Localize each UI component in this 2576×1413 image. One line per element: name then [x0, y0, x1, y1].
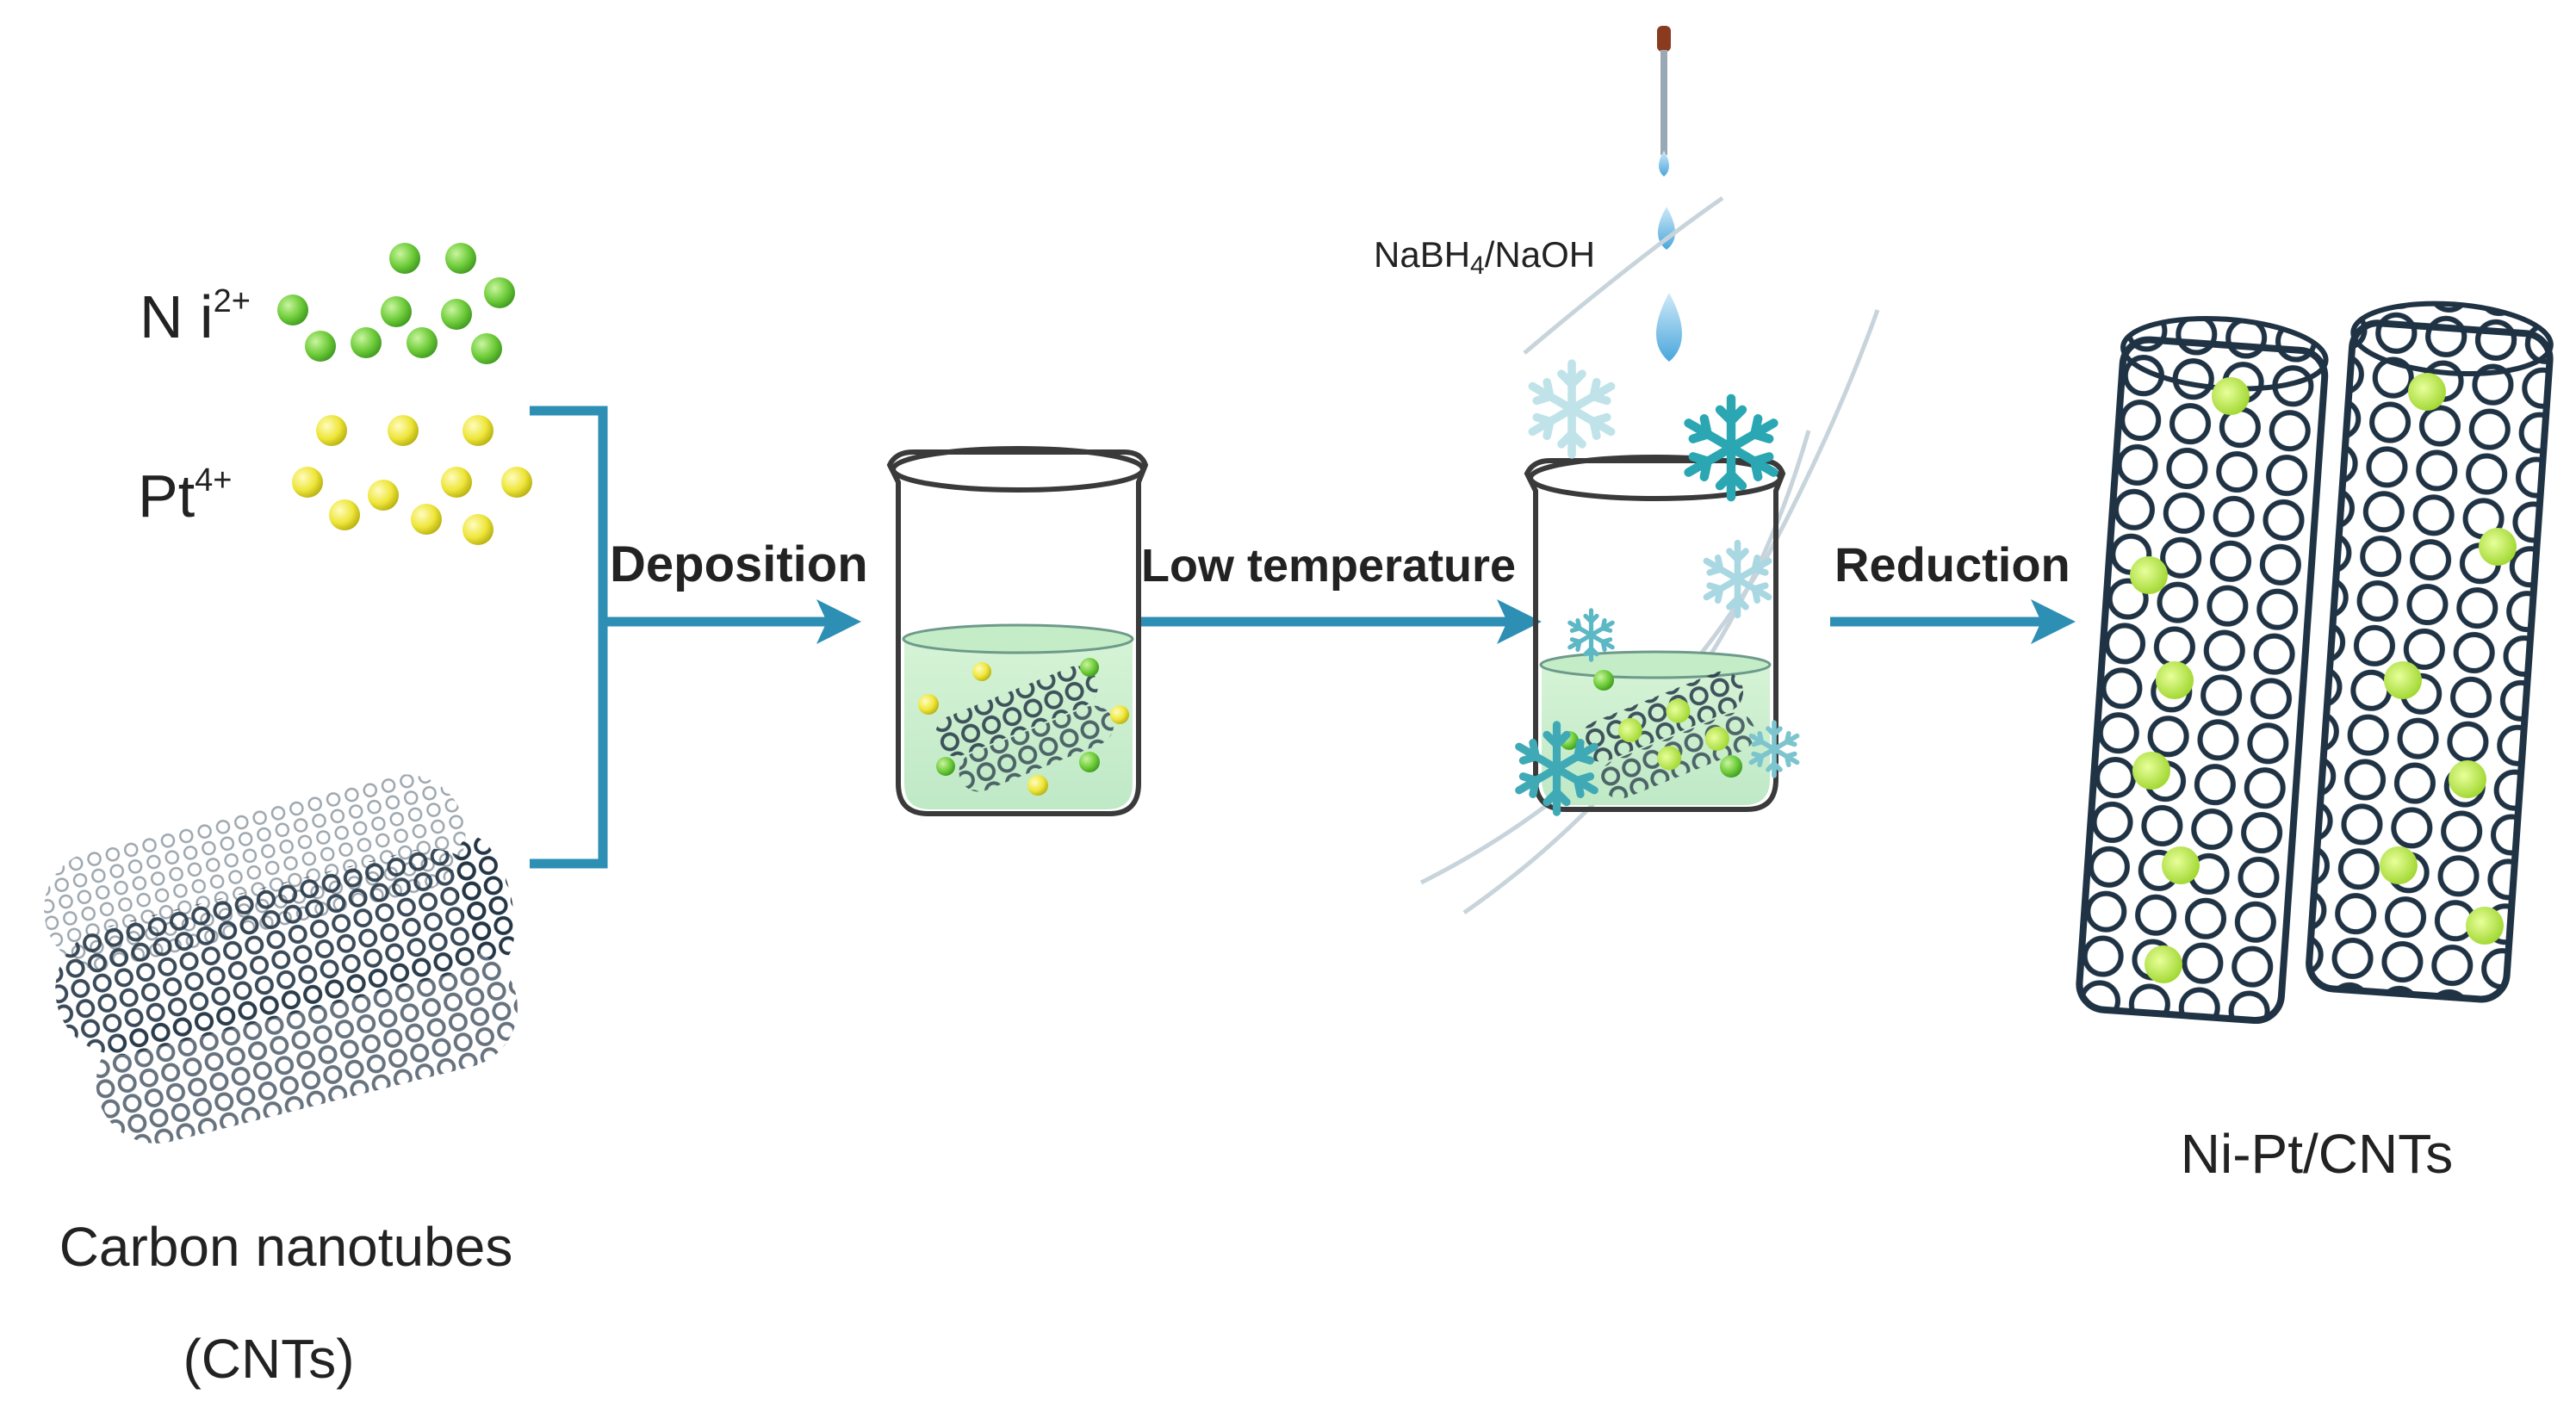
step-label-reduction: Reduction — [1834, 537, 2070, 592]
nanoparticle-dot — [2162, 846, 2200, 884]
ni-ion-particle — [381, 296, 412, 327]
nanoparticle-dot — [2479, 528, 2517, 566]
ni-ion-particle — [441, 299, 472, 330]
pt-ion-label: Pt4+ — [138, 462, 232, 530]
reagent-label: NaBH4/NaOH — [1374, 234, 1595, 280]
nanoparticle-dot — [2380, 846, 2418, 884]
beaker-deposition — [886, 446, 1149, 816]
nanoparticle-dot — [2130, 556, 2168, 594]
nanoparticle-dot — [2156, 661, 2194, 699]
nanoparticle-dot — [2449, 760, 2486, 798]
pt-ion-particle — [411, 504, 442, 535]
pt-ion-particle — [316, 415, 347, 446]
pt-ion-particle — [441, 467, 472, 498]
ni-ion-particle — [407, 327, 438, 358]
dropper-icon — [1656, 26, 1682, 362]
nanoparticle-dot — [2408, 373, 2446, 411]
ni-ion-particle — [351, 327, 382, 358]
ni-ion-particle — [389, 243, 420, 274]
pt-ion-particle — [501, 467, 532, 498]
nanoparticle-dot — [2145, 945, 2182, 983]
pt-ion-particle — [292, 467, 323, 498]
step-label-low-temperature: Low temperature — [1141, 540, 1516, 592]
ni-ion-label: N i2+ — [140, 283, 251, 350]
nanoparticle-dot — [2132, 752, 2170, 790]
cnt-label-line2: (CNTs) — [183, 1328, 354, 1390]
step-label-deposition: Deposition — [610, 536, 868, 592]
nanoparticle-dot — [2384, 661, 2422, 699]
ni-ion-particle — [445, 243, 476, 274]
pt-ion-particle — [368, 480, 399, 511]
cnt-label-line1: Carbon nanotubes — [59, 1216, 513, 1278]
low-temperature-arrow — [1141, 599, 1542, 644]
carbon-nanotubes-illustration — [44, 774, 518, 1143]
pt-ion-particle — [462, 514, 493, 545]
beaker-low-temperature — [1524, 455, 1786, 812]
ni-ion-particle — [484, 277, 515, 308]
ni-ion-particle — [277, 294, 308, 325]
pt-ion-particle — [329, 499, 360, 530]
product-label: Ni-Pt/CNTs — [2181, 1123, 2453, 1185]
nanoparticle-dot — [2212, 377, 2250, 415]
pt-ion-particle — [462, 415, 493, 446]
deposition-arrow — [603, 599, 861, 644]
ni-ion-particles — [277, 243, 515, 364]
reduction-arrow — [1830, 599, 2076, 644]
nanoparticle-dot — [2466, 907, 2504, 945]
ni-ion-particle — [305, 331, 336, 362]
pt-ion-particle — [388, 415, 419, 446]
ni-ion-particle — [471, 333, 502, 364]
ni-pt-cnt-product-illustration — [2076, 301, 2554, 1025]
combining-bracket — [530, 406, 608, 869]
pt-ion-particles — [292, 415, 532, 545]
